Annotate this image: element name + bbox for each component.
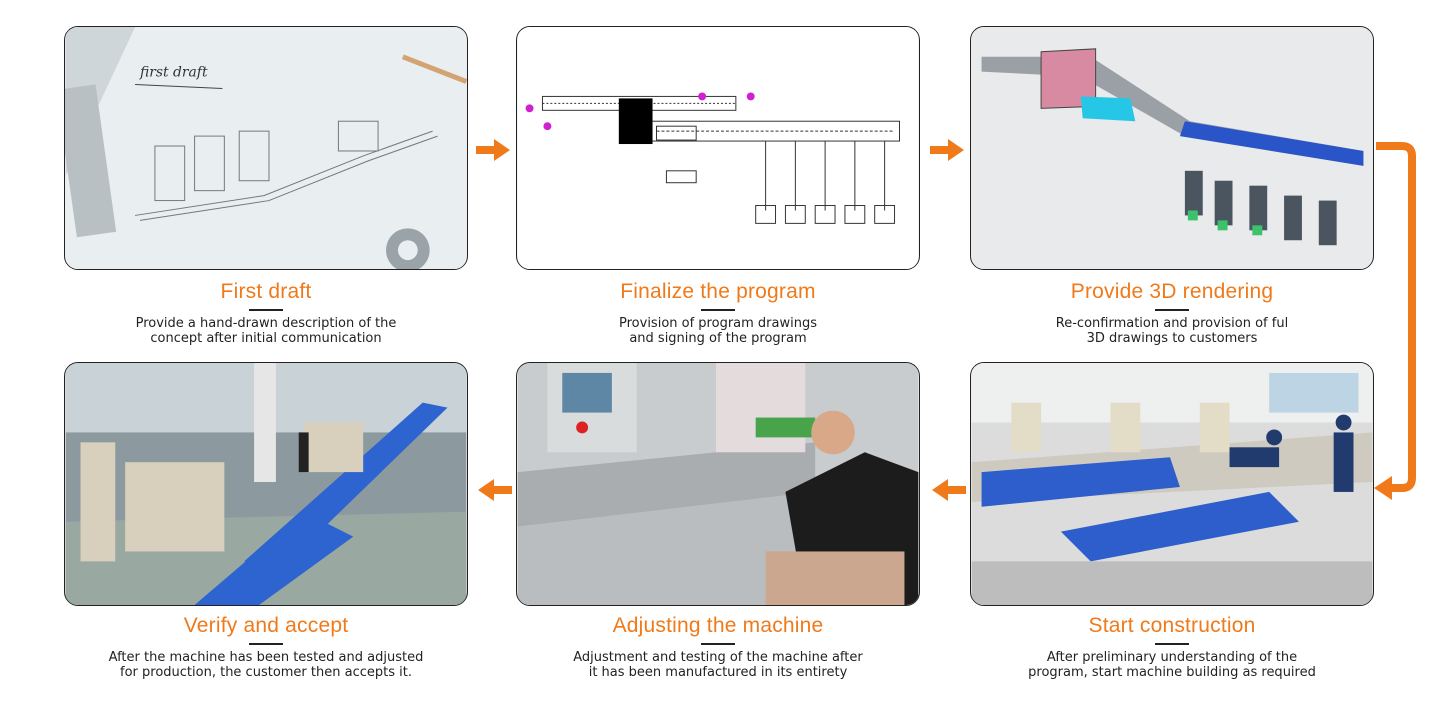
step-4-description: After preliminary understanding of the p…: [1028, 650, 1316, 680]
step-2-divider: [701, 309, 735, 311]
step-6-title: Verify and accept: [183, 614, 349, 637]
step-1-image: first draft: [64, 26, 468, 270]
cad-drawing-icon: [517, 27, 919, 269]
step-1-title: First draft: [220, 280, 312, 303]
arrow-right-icon: [930, 139, 964, 161]
step-1-description: Provide a hand-drawn description of the …: [135, 316, 397, 346]
arrow-right-icon: [476, 139, 510, 161]
step-5-description: Adjustment and testing of the machine af…: [573, 650, 863, 680]
step-4-divider: [1155, 643, 1189, 645]
factory-photo-icon: [971, 363, 1373, 605]
step-4-title: Start construction: [1088, 614, 1256, 637]
3d-rendering-icon: [971, 27, 1373, 269]
step-6-image: [64, 362, 468, 606]
step-2-image: [516, 26, 920, 270]
step-5-image: [516, 362, 920, 606]
step-2-title: Finalize the program: [620, 280, 816, 303]
technician-photo-icon: [517, 363, 919, 605]
step-1-divider: [249, 309, 283, 311]
step-5-title: Adjusting the machine: [612, 614, 824, 637]
first-draft-note: first draft: [139, 65, 208, 81]
arrow-left-icon: [478, 479, 512, 501]
step-6-divider: [249, 643, 283, 645]
step-3-description: Re-confirmation and provision of ful 3D …: [1055, 316, 1289, 346]
step-3-title: Provide 3D rendering: [1070, 280, 1274, 303]
arrow-down-curve-icon: [1374, 142, 1416, 500]
production-line-photo-icon: [65, 363, 467, 605]
step-3-image: [970, 26, 1374, 270]
step-5-divider: [701, 643, 735, 645]
arrow-left-icon: [932, 479, 966, 501]
sketch-drawing-icon: first draft: [65, 27, 467, 269]
step-6-description: After the machine has been tested and ad…: [108, 650, 424, 680]
step-4-image: [970, 362, 1374, 606]
step-3-divider: [1155, 309, 1189, 311]
step-2-description: Provision of program drawings and signin…: [619, 316, 817, 346]
